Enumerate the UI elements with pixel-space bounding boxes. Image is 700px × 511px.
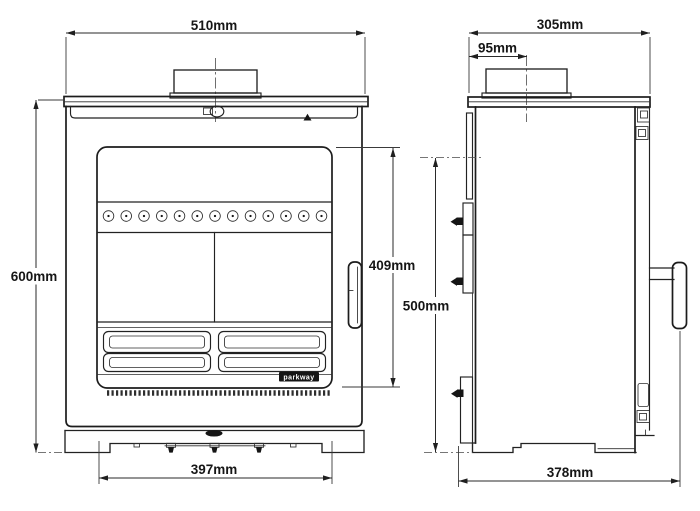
dim-95: 95mm bbox=[469, 41, 527, 60]
dim-305: 305mm bbox=[468, 17, 651, 94]
brand-badge: parkway bbox=[279, 372, 319, 382]
dim-500-label: 500mm bbox=[403, 299, 450, 314]
air-hole bbox=[120, 210, 132, 222]
front-flue-collar bbox=[169, 69, 262, 99]
dim-397-label: 397mm bbox=[191, 462, 238, 477]
side-shield-clips bbox=[634, 107, 655, 437]
air-hole-center bbox=[213, 214, 217, 218]
side-door-edge bbox=[450, 112, 474, 444]
air-hole bbox=[227, 210, 239, 222]
front-grille-upper bbox=[102, 330, 327, 354]
dim-600: 600mm bbox=[9, 99, 64, 453]
front-body bbox=[65, 105, 363, 428]
air-hole-center bbox=[249, 214, 252, 218]
air-hole-center bbox=[284, 214, 288, 218]
front-base-bolts bbox=[166, 442, 264, 453]
dim-500: 500mm bbox=[394, 157, 483, 453]
air-hole bbox=[138, 210, 150, 222]
front-view: parkway bbox=[63, 58, 369, 454]
air-hole-center bbox=[107, 214, 110, 218]
air-hole bbox=[191, 210, 203, 222]
air-hole-center bbox=[320, 214, 323, 218]
dim-409: 409mm bbox=[336, 147, 418, 388]
air-hole-center bbox=[160, 214, 163, 218]
air-hole bbox=[209, 210, 221, 222]
front-marker-triangle bbox=[303, 113, 312, 121]
air-hole-center bbox=[125, 214, 128, 218]
air-hole bbox=[102, 210, 115, 222]
front-air-control-knob bbox=[203, 105, 225, 118]
brand-badge-label: parkway bbox=[283, 375, 314, 382]
air-hole-center bbox=[302, 214, 305, 218]
dim-510: 510mm bbox=[65, 18, 366, 94]
air-hole bbox=[262, 210, 274, 222]
air-hole bbox=[280, 210, 292, 222]
side-door-handle bbox=[648, 261, 688, 330]
air-hole-center bbox=[196, 214, 199, 218]
air-hole-center bbox=[267, 214, 270, 218]
side-top-plate bbox=[467, 96, 651, 108]
dim-397: 397mm bbox=[98, 441, 333, 484]
front-door-handle bbox=[347, 261, 363, 329]
air-hole bbox=[244, 210, 257, 222]
dim-378-label: 378mm bbox=[547, 465, 594, 480]
air-holes bbox=[102, 210, 328, 222]
front-grille-lower bbox=[102, 352, 327, 373]
side-flue-collar bbox=[481, 68, 572, 99]
side-base bbox=[471, 442, 637, 454]
front-base-latch bbox=[205, 430, 223, 437]
side-view bbox=[450, 55, 688, 454]
dim-409-label: 409mm bbox=[369, 258, 416, 273]
air-hole-center bbox=[142, 214, 146, 218]
front-base bbox=[64, 429, 365, 454]
dimensions: 510mm 600mm 409mm bbox=[9, 17, 681, 487]
dim-378: 378mm bbox=[458, 331, 681, 487]
air-hole bbox=[156, 210, 168, 222]
air-hole bbox=[315, 210, 328, 222]
dim-510-label: 510mm bbox=[191, 18, 238, 33]
side-hinge-pins bbox=[450, 217, 464, 398]
dim-305-label: 305mm bbox=[537, 17, 584, 32]
air-hole bbox=[173, 210, 186, 222]
dim-95-label: 95mm bbox=[478, 41, 517, 56]
air-hole-center bbox=[231, 214, 234, 218]
air-hole bbox=[298, 210, 310, 222]
front-door: parkway bbox=[96, 146, 333, 396]
dim-600-label: 600mm bbox=[11, 269, 58, 284]
air-hole-center bbox=[178, 214, 181, 218]
